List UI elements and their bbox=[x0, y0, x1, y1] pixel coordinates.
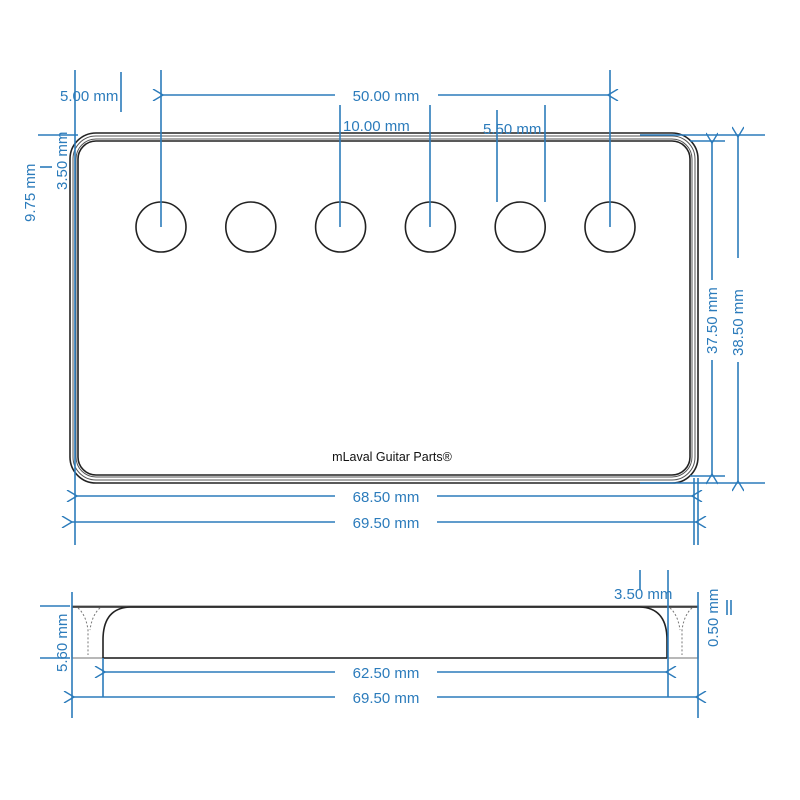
side-view-outline bbox=[71, 605, 699, 659]
dim-outer-length: 69.50 mm bbox=[353, 515, 420, 532]
dim-edge-to-first-pole: 5.00 mm bbox=[60, 88, 118, 105]
dim-pole-spacing: 10.00 mm bbox=[343, 118, 410, 135]
dim-corner-radius: 3.50 mm bbox=[54, 132, 71, 190]
dim-side-height: 5.60 mm bbox=[54, 614, 71, 672]
brand-label: mLaval Guitar Parts® bbox=[332, 450, 452, 464]
dim-side-inner-length: 62.50 mm bbox=[353, 665, 420, 682]
top-dimension-lines bbox=[38, 70, 765, 545]
dim-pole-span: 50.00 mm bbox=[353, 88, 420, 105]
side-dimension-lines bbox=[40, 570, 732, 718]
dim-edge-radius: 3.50 mm bbox=[614, 586, 672, 603]
pole-hole bbox=[225, 201, 277, 253]
pole-holes bbox=[135, 201, 636, 253]
dim-wall-thickness: 0.50 mm bbox=[705, 589, 722, 647]
pole-hole bbox=[494, 201, 547, 253]
top-view-outline bbox=[69, 132, 699, 484]
dim-inner-length: 68.50 mm bbox=[353, 489, 420, 506]
dim-inner-height: 37.50 mm bbox=[704, 287, 721, 354]
dim-hole-diameter: 5.50 mm bbox=[483, 121, 541, 138]
dim-outer-height: 38.50 mm bbox=[730, 289, 747, 356]
dim-pole-row-offset: 9.75 mm bbox=[22, 164, 39, 222]
dim-side-outer-length: 69.50 mm bbox=[353, 690, 420, 707]
